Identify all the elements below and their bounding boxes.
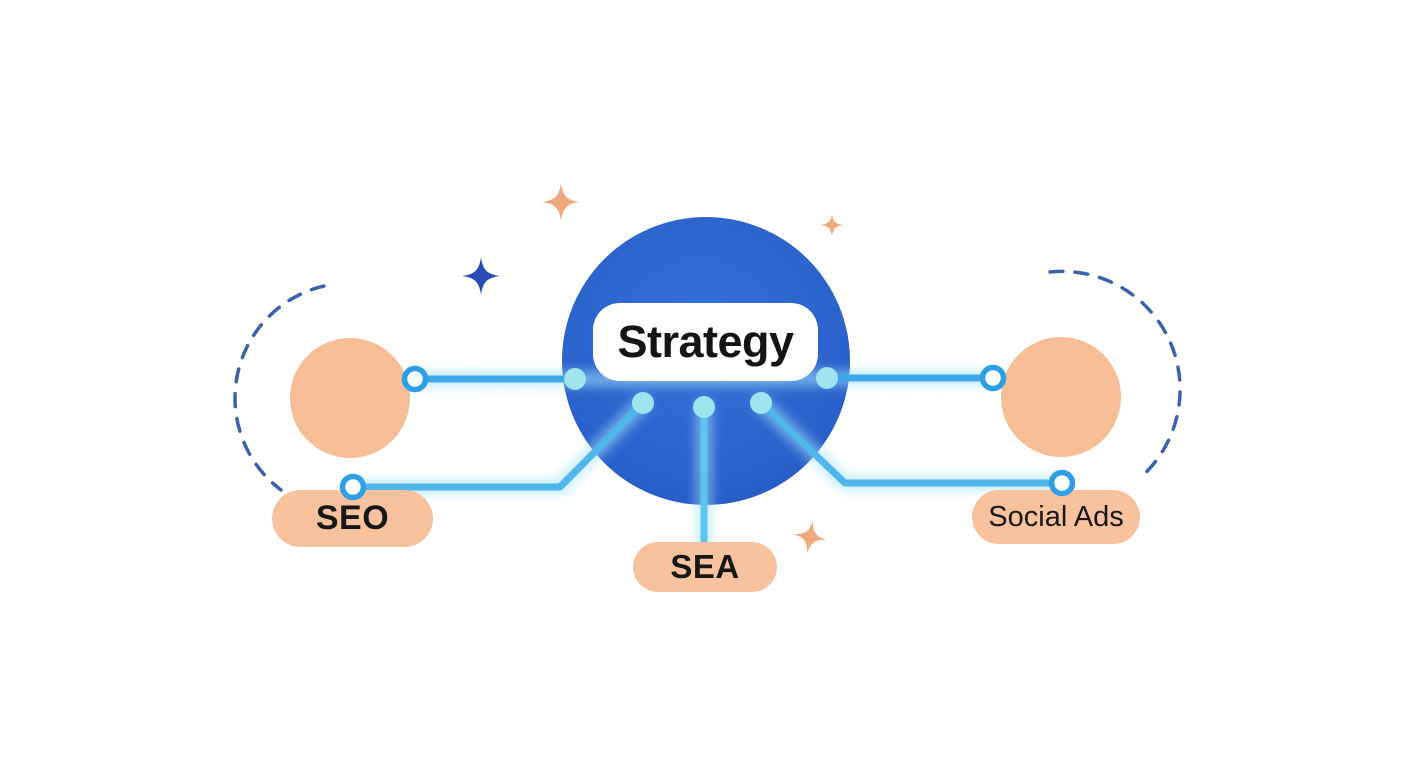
node-pill-social-ads: Social Ads — [972, 490, 1140, 544]
hub-label-plate — [593, 303, 818, 381]
port-dot-right — [816, 367, 838, 389]
hub-label: Strategy — [593, 303, 818, 381]
port-dot-left — [564, 368, 586, 390]
sparkle-icon — [793, 520, 827, 554]
node-label-seo: SEO — [315, 499, 390, 537]
node-pill-seo: SEO — [272, 490, 433, 547]
node-circle-right — [1001, 337, 1121, 457]
node-circle-left — [290, 338, 410, 458]
connector-social-ads — [757, 399, 1063, 487]
connector-seo — [349, 399, 647, 491]
port-dot-bottom-center — [693, 396, 715, 418]
port-dot-bottom-left — [632, 392, 654, 414]
sparkle-group — [462, 183, 844, 554]
dashed-arc-left — [233, 284, 326, 492]
hub-label-text: Strategy — [617, 316, 794, 367]
dashed-arc-right — [1048, 269, 1182, 480]
port-dot-bottom-right — [750, 392, 772, 414]
sparkle-icon — [462, 257, 500, 295]
node-pill-sea: SEA — [633, 542, 777, 592]
sparkle-icon — [820, 213, 844, 237]
sparkle-icon — [542, 183, 580, 221]
node-label-sea: SEA — [670, 548, 740, 585]
node-label-social-ads: Social Ads — [988, 500, 1124, 533]
port-dot-group — [564, 367, 838, 418]
connector-group — [349, 374, 1063, 544]
